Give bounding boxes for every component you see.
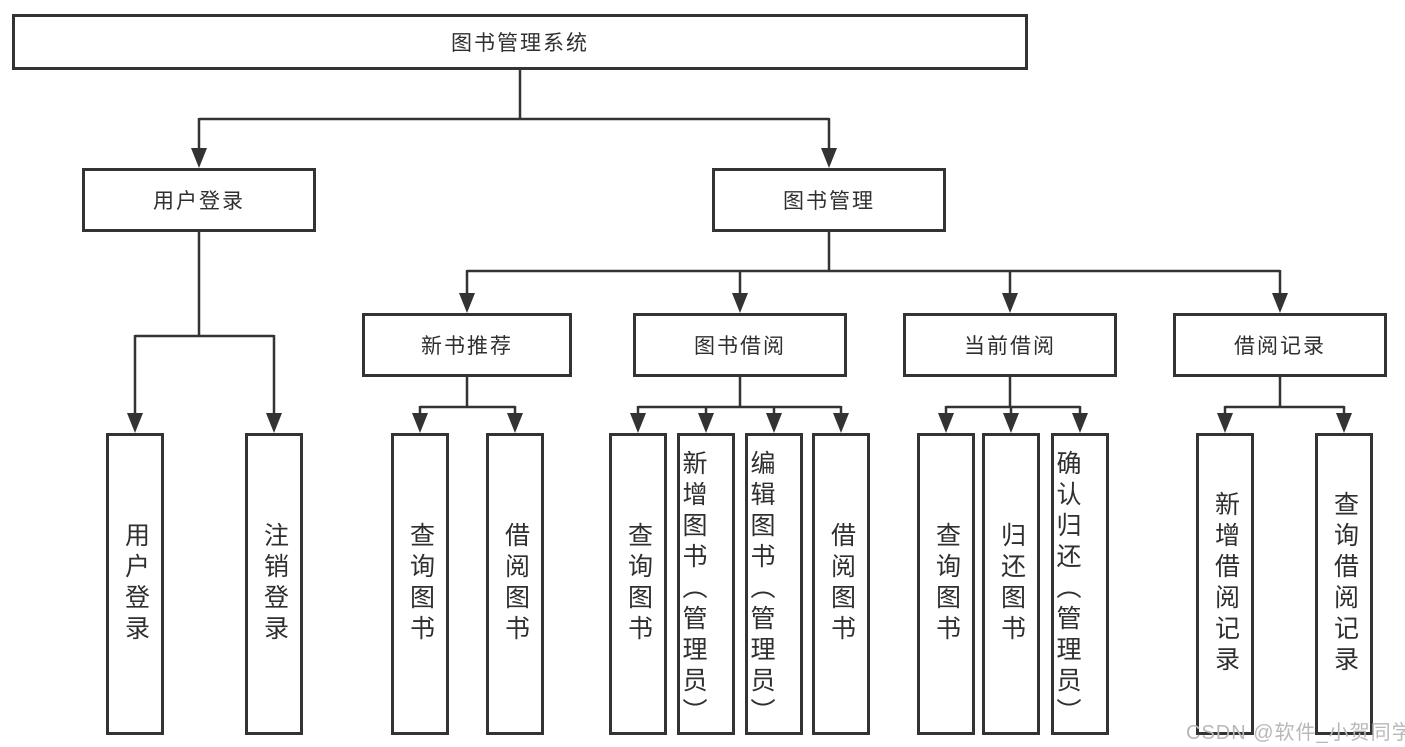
- leaf-confirm-return-admin-label: 确认归还（管理员）: [1053, 449, 1081, 729]
- arrow-down-icon: [821, 148, 837, 168]
- arrow-down-icon: [1272, 293, 1288, 313]
- node-book-borrowing: 图书借阅: [633, 313, 847, 377]
- arrow-down-icon: [732, 293, 748, 313]
- arrow-down-icon: [833, 413, 849, 433]
- node-borrowing-records: 借阅记录: [1173, 313, 1387, 377]
- leaf-user-login: 用户登录: [106, 433, 164, 735]
- connector-leaf-drops: [418, 406, 1346, 418]
- leaf-query-borrow-record-label: 查询借阅记录: [1330, 491, 1359, 677]
- leaf-add-borrow-record: 新增借阅记录: [1196, 433, 1254, 735]
- leaf-return-book: 归还图书: [982, 433, 1040, 735]
- node-root-label: 图书管理系统: [451, 32, 589, 55]
- arrowheads: [127, 148, 1352, 433]
- leaf-borrow-books-recommend-label: 借阅图书: [501, 522, 530, 646]
- arrow-down-icon: [1336, 413, 1352, 433]
- connectors: [133, 68, 1346, 418]
- leaf-logout: 注销登录: [245, 433, 303, 735]
- node-book-management: 图书管理: [712, 168, 946, 232]
- leaf-user-login-label: 用户登录: [121, 522, 150, 646]
- leaf-query-books-borrowing: 查询图书: [609, 433, 667, 735]
- leaf-query-borrow-record: 查询借阅记录: [1315, 433, 1373, 735]
- node-borrowing-records-label: 借阅记录: [1234, 335, 1326, 358]
- leaf-logout-label: 注销登录: [260, 522, 289, 646]
- leaf-borrow-books-recommend: 借阅图书: [486, 433, 544, 735]
- leaf-borrow-books-borrowing-label: 借阅图书: [827, 522, 856, 646]
- leaf-query-books-current: 查询图书: [917, 433, 975, 735]
- arrow-down-icon: [1002, 293, 1018, 313]
- node-new-book-recommend-label: 新书推荐: [421, 335, 513, 358]
- leaf-add-borrow-record-label: 新增借阅记录: [1211, 491, 1240, 677]
- leaf-query-books-current-label: 查询图书: [932, 522, 961, 646]
- arrow-down-icon: [698, 413, 714, 433]
- arrow-down-icon: [1072, 413, 1088, 433]
- node-user-login-label: 用户登录: [153, 190, 245, 213]
- csdn-watermark: CSDN @软件_小贺同学: [1186, 722, 1405, 744]
- leaf-borrow-books-borrowing: 借阅图书: [812, 433, 870, 735]
- leaf-return-book-label: 归还图书: [997, 522, 1026, 646]
- leaf-query-books-borrowing-label: 查询图书: [624, 522, 653, 646]
- arrow-down-icon: [766, 413, 782, 433]
- leaf-edit-book-admin: 编辑图书（管理员）: [745, 433, 803, 735]
- node-book-management-label: 图书管理: [783, 190, 875, 213]
- node-new-book-recommend: 新书推荐: [362, 313, 572, 377]
- leaf-confirm-return-admin: 确认归还（管理员）: [1051, 433, 1109, 735]
- arrow-down-icon: [938, 413, 954, 433]
- leaf-add-book-admin-label: 新增图书（管理员）: [679, 449, 707, 729]
- arrow-down-icon: [459, 293, 475, 313]
- arrow-down-icon: [412, 413, 428, 433]
- arrow-down-icon: [191, 148, 207, 168]
- leaf-query-books-recommend: 查询图书: [391, 433, 449, 735]
- leaf-add-book-admin: 新增图书（管理员）: [677, 433, 735, 735]
- leaf-query-books-recommend-label: 查询图书: [406, 522, 435, 646]
- arrow-down-icon: [507, 413, 523, 433]
- node-book-borrowing-label: 图书借阅: [694, 335, 786, 358]
- node-user-login: 用户登录: [82, 168, 316, 232]
- arrow-down-icon: [1003, 413, 1019, 433]
- arrow-down-icon: [1217, 413, 1233, 433]
- arrow-down-icon: [630, 413, 646, 433]
- leaf-edit-book-admin-label: 编辑图书（管理员）: [747, 449, 775, 729]
- arrow-down-icon: [266, 413, 282, 433]
- node-current-borrowing: 当前借阅: [903, 313, 1117, 377]
- node-root-system: 图书管理系统: [12, 14, 1028, 70]
- arrow-down-icon: [127, 413, 143, 433]
- node-current-borrowing-label: 当前借阅: [964, 335, 1056, 358]
